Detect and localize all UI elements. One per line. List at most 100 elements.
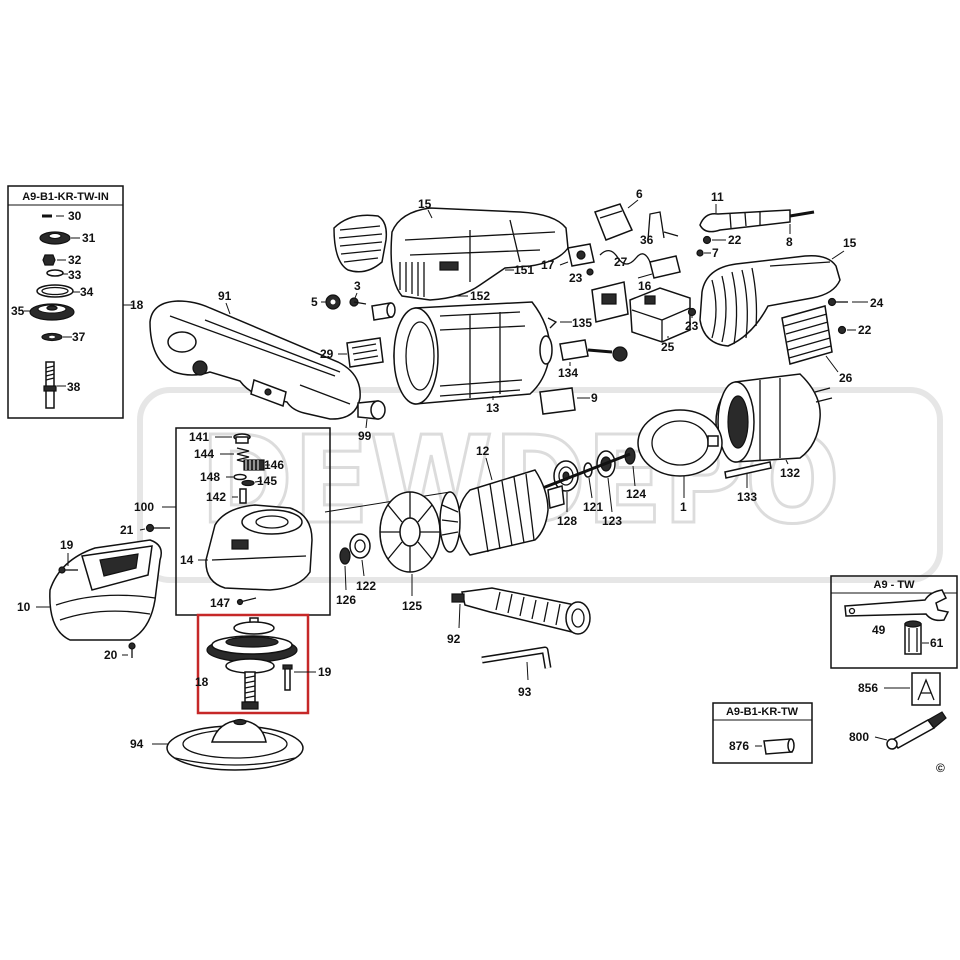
part-49-wrench bbox=[844, 589, 950, 622]
label-8: 8 bbox=[786, 235, 793, 249]
part-14-gear-case bbox=[198, 504, 313, 591]
part-35-backing-flange bbox=[24, 303, 75, 321]
part-22-screw-right bbox=[837, 325, 856, 335]
label-91: 91 bbox=[218, 289, 232, 303]
label-30: 30 bbox=[68, 209, 82, 223]
part-141-cap bbox=[215, 433, 251, 444]
part-93-hex-key bbox=[481, 646, 552, 681]
part-33-washer bbox=[46, 269, 68, 277]
part-27-lead-wire bbox=[599, 250, 651, 265]
part-92-side-handle bbox=[451, 587, 591, 635]
label-144: 144 bbox=[194, 447, 214, 461]
part-147-screw bbox=[236, 597, 257, 606]
label-12: 12 bbox=[476, 444, 490, 458]
part-148-washer bbox=[226, 473, 247, 481]
part-122-ring bbox=[349, 533, 371, 577]
part-25-switch bbox=[591, 281, 691, 343]
part-31-flange bbox=[39, 231, 80, 245]
label-34: 34 bbox=[80, 285, 94, 299]
label-22-right: 22 bbox=[858, 323, 872, 337]
label-125: 125 bbox=[402, 599, 422, 613]
label-123: 123 bbox=[602, 514, 622, 528]
label-24: 24 bbox=[870, 296, 884, 310]
label-33: 33 bbox=[68, 268, 82, 282]
part-36-spring bbox=[647, 211, 679, 241]
part-91-rear-handle bbox=[149, 300, 361, 420]
label-10: 10 bbox=[17, 600, 31, 614]
label-25: 25 bbox=[661, 340, 675, 354]
part-152-shaft bbox=[371, 295, 468, 321]
part-16-bracket bbox=[637, 255, 681, 279]
label-13: 13 bbox=[486, 401, 500, 415]
part-20-screw bbox=[122, 642, 136, 658]
label-14: 14 bbox=[180, 553, 194, 567]
label-18-spindle: 18 bbox=[195, 675, 209, 689]
part-134-strain-relief bbox=[559, 339, 628, 366]
label-27: 27 bbox=[614, 255, 628, 269]
part-22-screw-upper bbox=[702, 235, 726, 245]
part-145-ring bbox=[241, 479, 263, 487]
part-11-cord-guard bbox=[699, 204, 791, 233]
label-19-spindle: 19 bbox=[318, 665, 332, 679]
label-133: 133 bbox=[737, 490, 757, 504]
label-6: 6 bbox=[636, 187, 643, 201]
label-124: 124 bbox=[626, 487, 646, 501]
kit-in-title: A9-B1-KR-TW-IN bbox=[22, 191, 109, 203]
label-148: 148 bbox=[200, 470, 220, 484]
label-147: 147 bbox=[210, 596, 230, 610]
label-16: 16 bbox=[638, 279, 652, 293]
label-142: 142 bbox=[206, 490, 226, 504]
label-31: 31 bbox=[82, 231, 96, 245]
part-37-washer bbox=[41, 332, 72, 342]
kit-box-tw: A9 - TW 49 61 bbox=[830, 575, 958, 669]
part-856-label-tag bbox=[884, 672, 941, 706]
part-99-sleeve bbox=[357, 400, 386, 429]
label-23-upper: 23 bbox=[569, 271, 583, 285]
label-126: 126 bbox=[336, 593, 356, 607]
label-122: 122 bbox=[356, 579, 376, 593]
part-19-screw-spindle bbox=[282, 664, 316, 691]
part-3-screw bbox=[349, 292, 367, 307]
label-99: 99 bbox=[358, 429, 372, 443]
copyright-mark: © bbox=[936, 761, 945, 775]
part-15-vent-cover bbox=[333, 214, 388, 273]
part-800-tool bbox=[874, 711, 947, 750]
label-20: 20 bbox=[104, 648, 118, 662]
label-36: 36 bbox=[640, 233, 654, 247]
part-38-spindle bbox=[43, 361, 66, 409]
label-146: 146 bbox=[264, 458, 284, 472]
label-61: 61 bbox=[930, 636, 944, 650]
label-18: 18 bbox=[130, 298, 144, 312]
part-9-label bbox=[539, 387, 590, 415]
label-15-right: 15 bbox=[843, 236, 857, 250]
label-1: 1 bbox=[680, 500, 687, 514]
label-94: 94 bbox=[130, 737, 144, 751]
label-22-upper: 22 bbox=[728, 233, 742, 247]
label-38: 38 bbox=[67, 380, 81, 394]
kit-box-in: A9-B1-KR-TW-IN 30 31 32 33 34 bbox=[7, 185, 124, 419]
kit-tw-title: A9 - TW bbox=[874, 579, 916, 591]
label-32: 32 bbox=[68, 253, 82, 267]
label-21: 21 bbox=[120, 523, 134, 537]
label-93: 93 bbox=[518, 685, 532, 699]
label-5: 5 bbox=[311, 295, 318, 309]
label-49: 49 bbox=[872, 623, 886, 637]
label-100: 100 bbox=[134, 500, 154, 514]
label-152: 152 bbox=[470, 289, 490, 303]
part-10-guard bbox=[36, 539, 162, 641]
part-23-screw-mid bbox=[687, 307, 697, 318]
part-34-ring bbox=[36, 284, 80, 298]
part-15-gear-housing bbox=[390, 207, 569, 301]
part-8-cord bbox=[789, 210, 815, 234]
label-856: 856 bbox=[858, 681, 878, 695]
part-12-armature bbox=[324, 452, 631, 556]
part-126-washer bbox=[339, 547, 351, 591]
label-35: 35 bbox=[11, 304, 25, 318]
label-29: 29 bbox=[320, 347, 334, 361]
label-145: 145 bbox=[257, 474, 277, 488]
kit-box-kr-tw: A9-B1-KR-TW 876 bbox=[712, 702, 813, 764]
part-142-pin bbox=[232, 488, 247, 504]
part-144-spring bbox=[220, 447, 250, 464]
